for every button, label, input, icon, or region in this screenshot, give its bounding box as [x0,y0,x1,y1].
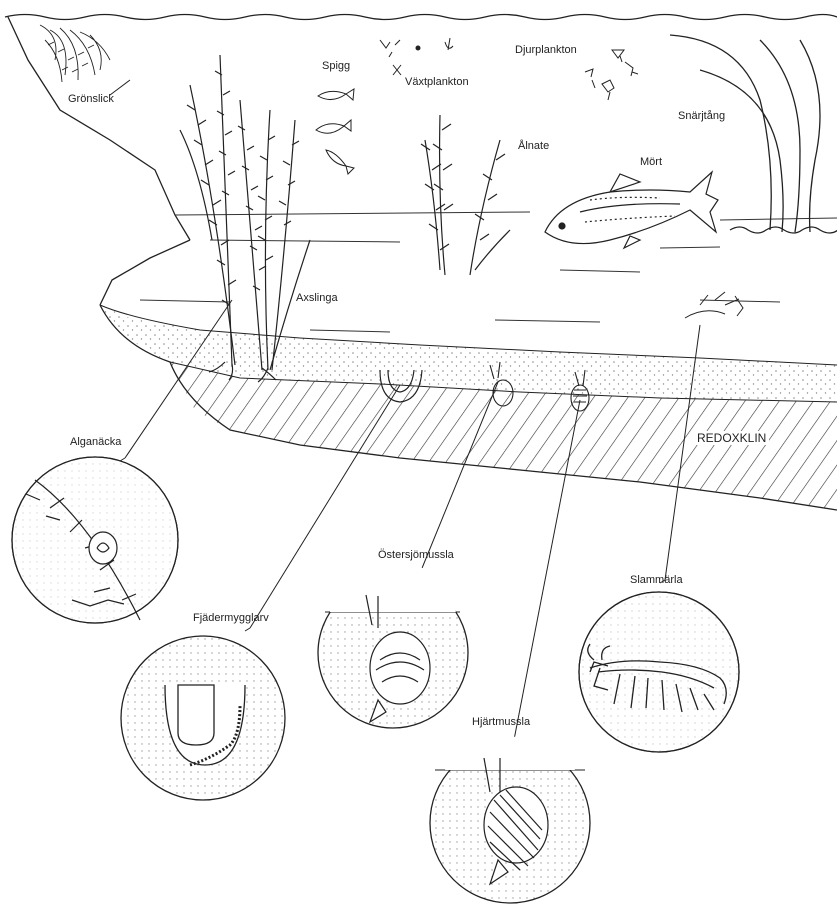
label-ostersjomussla: Östersjömussla [378,549,454,561]
water-lines [140,212,837,332]
alnate-plant [421,115,510,275]
label-hjartmussla: Hjärtmussla [472,716,530,728]
gronslick-algae [40,25,110,82]
slammarla-circle [579,592,739,752]
spigg-fish [316,89,354,174]
mort-fish [545,172,718,248]
slammarla-small [685,292,743,318]
ostersjomussla-circle [318,557,468,728]
label-slammarla: Slammärla [630,574,683,586]
water-surface [5,15,837,20]
label-spigg: Spigg [322,60,350,72]
label-mort: Mört [640,156,662,168]
label-gronslick: Grönslick [68,93,114,105]
label-redoxklin: REDOXKLIN [694,431,769,445]
label-snarjtang: Snärjtång [678,110,725,122]
label-djurplankton: Djurplankton [515,44,577,56]
alganacka-circle [12,457,178,623]
fjadermygglarv-circle [121,636,285,800]
djurplankton-icons [585,50,638,100]
shore-bank [8,17,190,240]
hjartmussla-circle [430,737,590,903]
label-axslinga: Axslinga [296,292,338,304]
label-alnate: Ålnate [518,140,549,152]
vaxtplankton-icons [380,38,453,75]
label-alganacka: Alganäcka [70,436,121,448]
label-vaxtplankton: Växtplankton [405,76,469,88]
label-fjadermygglarv: Fjädermygglarv [193,612,269,624]
